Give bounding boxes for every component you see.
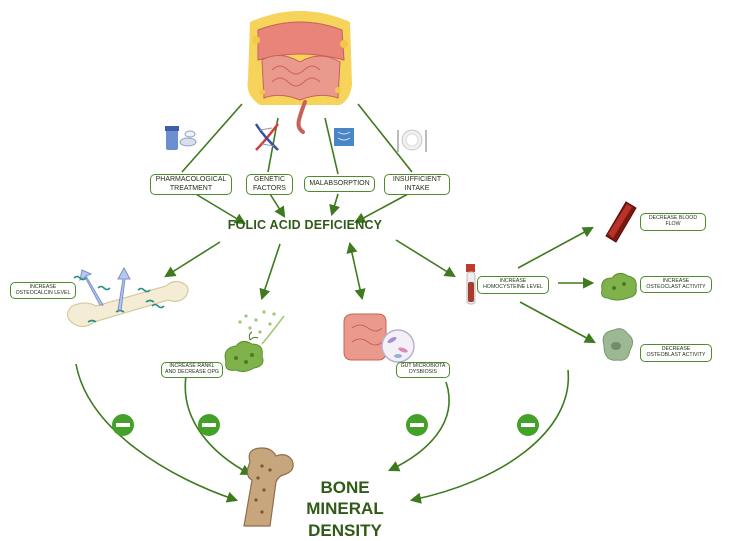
cause-box-malabsorption: MALABSORPTION xyxy=(304,176,375,192)
bone-icon xyxy=(66,280,189,328)
homocysteine-effect-arrows xyxy=(517,226,596,344)
minus-circle-icon xyxy=(112,414,134,436)
effect-box-osteoclast-activity: INCREASE OSTEOCLAST ACTIVITY xyxy=(640,276,712,293)
effect-box-homocysteine: INCREASE HOMOCYSTEINE LEVEL xyxy=(477,276,549,294)
blood-tube-icon xyxy=(466,264,476,305)
minus-circle-icon xyxy=(198,414,220,436)
cause-box-pharmacological: PHARMACOLOGICAL TREATMENT xyxy=(150,174,232,195)
intestine-icon xyxy=(334,128,354,146)
deficiency-to-effect-arrows xyxy=(164,239,456,301)
effect-box-osteoblast-activity: DECREASE OSTEOBLAST ACTIVITY xyxy=(640,344,712,362)
dna-icon xyxy=(254,123,279,151)
effect-box-gut-dysbiosis: GUT MICROBIOTA DYSBIOSIS xyxy=(396,362,450,378)
cause-connectors xyxy=(181,103,413,175)
cause-to-deficiency-arrows xyxy=(193,192,409,225)
intestine-illustration xyxy=(247,11,352,134)
osteocalcin-molecules xyxy=(73,275,165,309)
femur-bone-icon xyxy=(243,447,294,527)
plate-icon xyxy=(397,129,427,152)
minus-circle-icon xyxy=(406,414,428,436)
cause-box-genetic: GENETIC FACTORS xyxy=(246,174,293,195)
effect-box-blood-flow: DECREASE BLOOD FLOW xyxy=(640,213,706,231)
gut-bacteria-icon xyxy=(343,313,415,363)
cause-box-insufficient-intake: INSUFFICIENT INTAKE xyxy=(384,174,450,195)
rankl-particles xyxy=(238,310,276,334)
minus-circle-icon xyxy=(517,414,539,436)
diagram-canvas xyxy=(66,11,637,527)
effect-box-rankl-opg: INCREASE RANKL AND DECREASE OPG xyxy=(161,362,223,378)
bone-mineral-density-title: BONE MINERAL DENSITY xyxy=(306,478,384,540)
osteocalcin-arrows xyxy=(79,266,131,311)
osteoclast-cell-icon xyxy=(601,272,637,301)
osteoclast-icon xyxy=(224,315,285,373)
blood-vessel-icon xyxy=(605,201,637,243)
osteoblast-cell-icon xyxy=(602,328,634,361)
outcome-arrows xyxy=(75,363,570,504)
pill-bottle-icon xyxy=(165,126,197,150)
effect-box-osteocalcin: INCREASE OSTEOCALCIN LEVEL xyxy=(10,282,76,299)
folic-acid-deficiency-title: FOLIC ACID DEFICIENCY xyxy=(227,218,383,232)
